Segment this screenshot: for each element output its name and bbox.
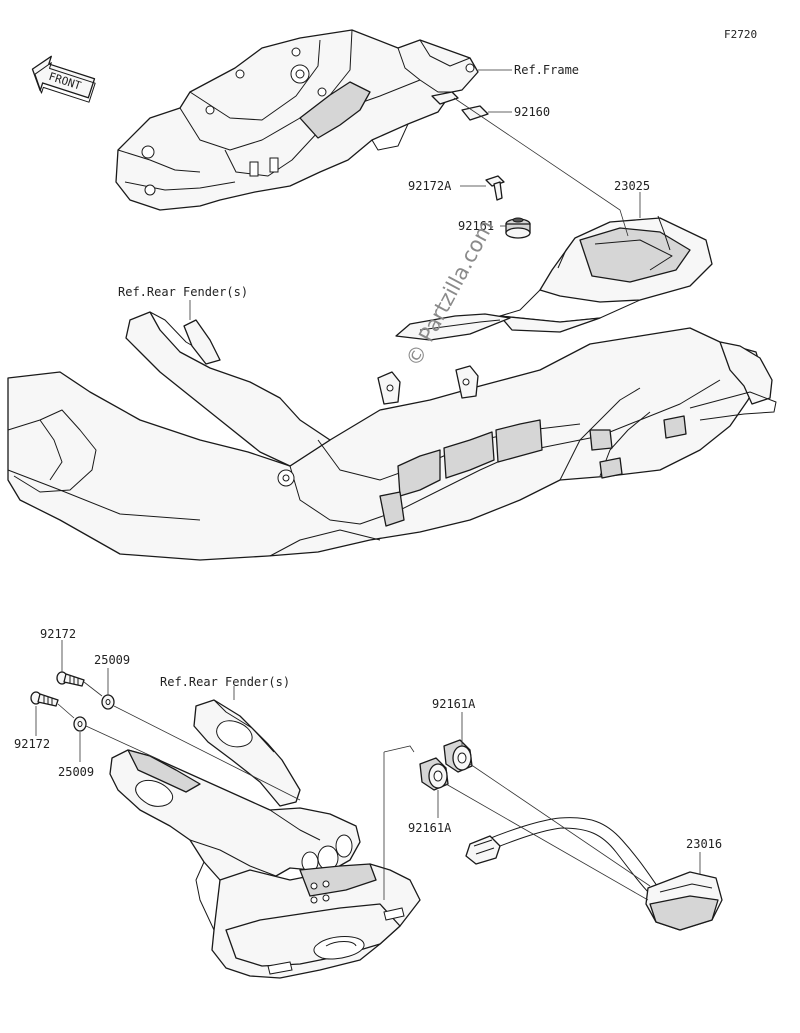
- washer-25009-bottom-icon: [73, 716, 87, 732]
- watermark: © Partzilla.com: [401, 216, 498, 370]
- label-ref-frame: Ref.Frame: [514, 63, 579, 77]
- label-92161a-top: 92161A: [432, 697, 476, 711]
- label-ref-rear-fender-top: Ref.Rear Fender(s): [118, 285, 248, 299]
- grommet-92161a-bottom-icon: [419, 757, 449, 791]
- label-92161: 92161: [458, 219, 494, 233]
- bolt-92172a-icon: [485, 175, 505, 201]
- label-92172-top: 92172: [40, 627, 76, 641]
- diagram-code: F2720: [724, 28, 757, 41]
- bracket-92160: [431, 91, 489, 121]
- tail-lamp-23025: [395, 215, 713, 341]
- label-92160: 92160: [514, 105, 550, 119]
- bolt-92172-top-icon: [56, 671, 85, 687]
- label-92161a-bottom: 92161A: [408, 821, 452, 835]
- label-25009-bottom: 25009: [58, 765, 94, 779]
- front-arrow-icon: FRONT: [31, 55, 96, 103]
- leader-lines: [35, 69, 701, 901]
- grommet-92161a-top-icon: [443, 739, 473, 773]
- label-92172-bottom: 92172: [14, 737, 50, 751]
- license-lamp-23016: [465, 817, 723, 931]
- label-23025: 23025: [614, 179, 650, 193]
- washer-25009-top-icon: [101, 694, 115, 710]
- bolt-92172-bottom-icon: [30, 691, 59, 707]
- rear-fender-bracket-upper: [193, 699, 301, 807]
- grommet-92161-icon: [505, 217, 531, 239]
- label-25009-top: 25009: [94, 653, 130, 667]
- license-plate-holder: [109, 749, 421, 979]
- label-92172a: 92172A: [408, 179, 452, 193]
- frame-part: [115, 29, 479, 211]
- label-ref-rear-fender-bottom: Ref.Rear Fender(s): [160, 675, 290, 689]
- rear-fender-part: [7, 311, 777, 561]
- label-23016: 23016: [686, 837, 722, 851]
